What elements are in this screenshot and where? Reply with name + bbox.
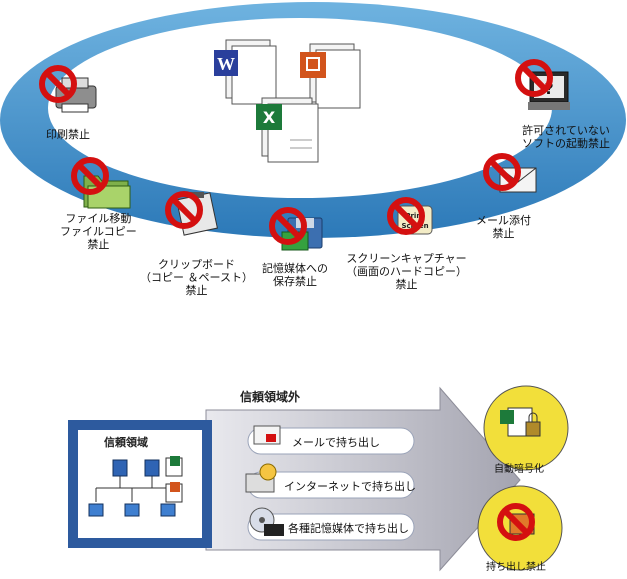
excel-document-icon: X [256,97,319,163]
label-line: ファイル移動 [65,212,132,225]
svg-text:X: X [263,108,276,127]
label-line: （コピー ＆ペースト） [140,271,253,284]
label-line: （画面のハードコピー） [346,265,467,278]
mail-icon [253,425,281,445]
label-line: クリップボード [157,258,235,271]
label-line: 禁止 [395,278,418,291]
label-line: 許可されていない [522,124,610,137]
storage-media-prohibited [272,210,323,251]
ring-label-clipboard: クリップボード （コピー ＆ペースト） 禁止 [140,258,253,297]
trusted-area-label: 信頼領域 [104,436,148,449]
result-label-prohibit: 持ち出し禁止 [486,562,546,573]
channel-label-media: 各種記憶媒体で持ち出し [288,522,409,535]
label-line: 印刷禁止 [46,128,90,141]
label-line: 禁止 [87,238,110,251]
mail-attachment-prohibited [486,156,537,193]
print-screen-key-prohibited: Print Screen [390,200,433,234]
disk-media-icon [249,507,284,536]
ring-label-storage: 記憶媒体への 保存禁止 [262,262,328,288]
channel-pill-media [247,513,415,541]
channel-label-mail: メールで持ち出し [292,436,380,449]
label-line: スクリーンキャプチャー [346,252,467,265]
ring-label-screen: スクリーンキャプチャー （画面のハードコピー） 禁止 [346,252,467,291]
label-line: ファイルコピー [60,225,137,238]
channel-label-internet: インターネットで持ち出し [284,480,416,493]
word-document-icon: W [214,39,277,105]
ring-label-file: ファイル移動 ファイルコピー 禁止 [60,212,137,251]
channel-pill-mail [247,427,415,455]
svg-text:Print: Print [405,212,425,220]
printer-prohibited [42,68,97,113]
label-line: 禁止 [492,227,515,240]
label-line: 保存禁止 [273,275,317,288]
outside-title: 信頼領域外 [240,390,301,404]
label-line: 禁止 [185,284,208,297]
svg-text:W: W [217,54,235,74]
ring-label-software: 許可されていない ソフトの起動禁止 [522,124,610,150]
flow-diagram [68,385,569,572]
result-label-encrypt: 自動暗号化 [494,464,544,475]
folder-prohibited [74,160,131,209]
powerpoint-document-icon [300,43,361,109]
clipboard-prohibited [168,192,218,236]
internet-icon [245,463,277,493]
label-line: 記憶媒体への [262,262,328,275]
prohibited-export-icon [500,506,534,538]
unknown-software-prohibited: ? [518,62,570,110]
encrypted-excel-icon [500,407,541,437]
label-line: メール添付 [476,214,531,227]
ring-label-print: 印刷禁止 [46,128,90,141]
ring-diagram: W X ? [0,2,626,251]
label-line: ソフトの起動禁止 [522,137,610,150]
ring-label-mail: メール添付 禁止 [476,214,531,240]
